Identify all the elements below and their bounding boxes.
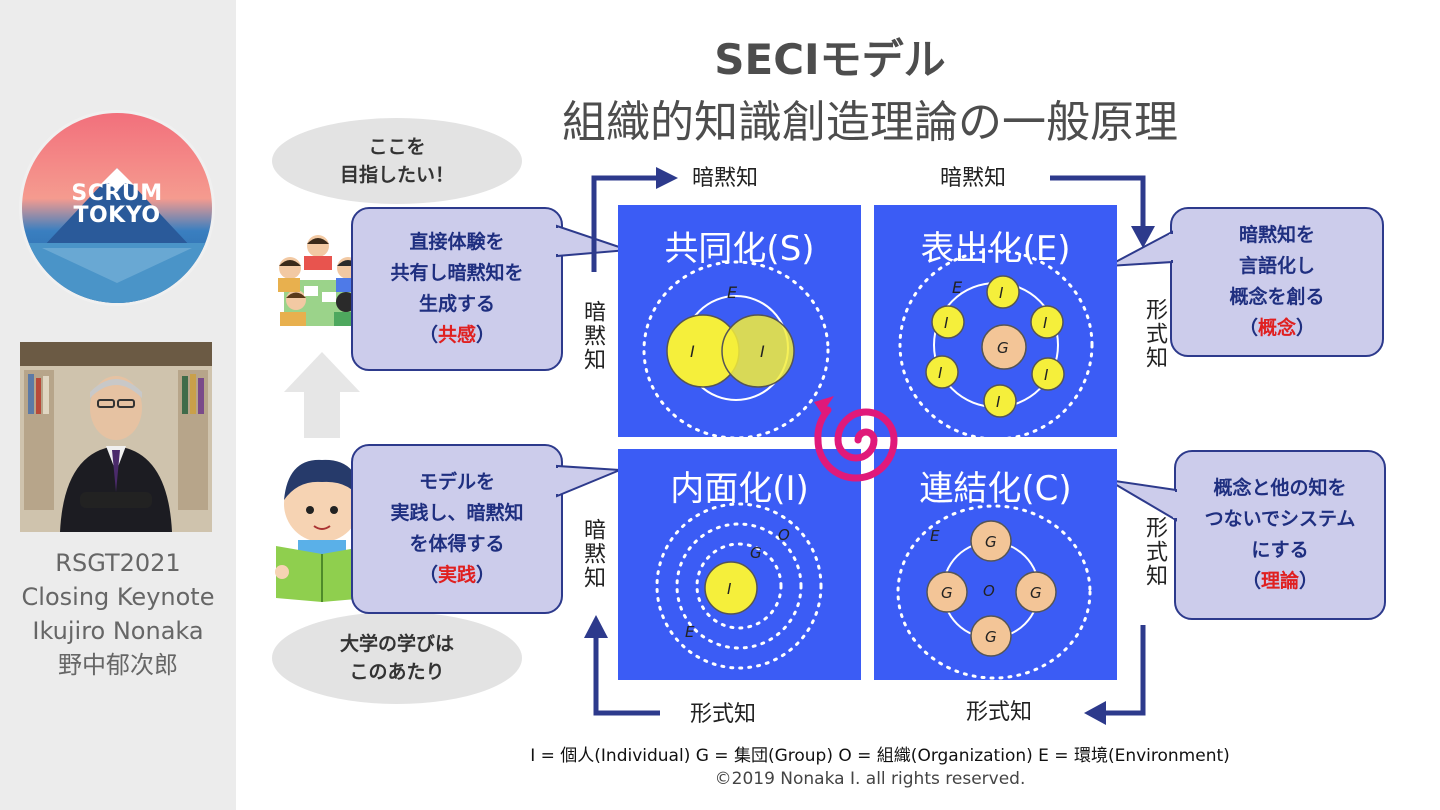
axis-top-right: 暗黙知 — [940, 166, 1007, 191]
caption-event: RSGT2021 — [55, 549, 181, 577]
copyright: ©2019 Nonaka I. all rights reserved. — [714, 769, 1026, 789]
quadrant-title-e: 表出化(E) — [920, 229, 1071, 269]
university-callout: 大学の学びは このあたり — [272, 612, 522, 704]
quadrant-combination: 連結化(C) — [874, 449, 1117, 680]
quadrant-title-s: 共同化(S) — [664, 229, 815, 269]
quadrant-title-c: 連結化(C) — [919, 469, 1072, 509]
logo-text: SCRUM TOKYO — [71, 181, 163, 228]
axis-left-bottom: 暗黙知 — [580, 518, 605, 590]
up-arrow-icon — [284, 352, 360, 438]
socialization-bubble: 直接体験を 共有し暗黙知を 生成する （共感） — [351, 207, 563, 371]
internalization-bubble: モデルを 実践し、暗黙知 を体得する （実践） — [351, 444, 563, 614]
mountain-graphic — [22, 168, 212, 303]
externalization-key: 概念 — [1257, 317, 1296, 339]
quadrant-socialization: 共同化(S) — [618, 205, 861, 437]
quadrant-internalization: 内面化(I) — [618, 449, 861, 680]
externalization-bubble: 暗黙知を 言語化し 概念を創る （概念） — [1170, 207, 1384, 357]
symbol-legend: I = 個人(Individual) G = 集団(Group) O = 組織(… — [530, 746, 1230, 766]
caption-session: Closing Keynote — [21, 583, 215, 611]
sidebar: SCRUM TOKYO RSGT2021 Closing Ke — [0, 0, 236, 810]
axis-bottom-right: 形式知 — [966, 700, 1033, 725]
combination-bubble: 概念と他の知を つないでシステム にする （理論） — [1174, 450, 1386, 620]
goal-callout: ここを 目指したい！ — [272, 118, 522, 204]
axis-left-top: 暗黙知 — [580, 300, 605, 372]
reading-person-illustration — [275, 459, 369, 602]
axis-bottom-left: 形式知 — [690, 702, 757, 727]
caption-speaker-ja: 野中郁次郎 — [58, 651, 178, 679]
internalization-key: 実践 — [437, 564, 476, 586]
speaker-photo — [20, 342, 212, 532]
socialization-key: 共感 — [437, 324, 476, 346]
scrum-tokyo-logo: SCRUM TOKYO — [22, 113, 212, 303]
combination-key: 理論 — [1260, 570, 1299, 592]
caption-speaker-en: Ikujiro Nonaka — [32, 617, 204, 645]
page-title: SECIモデル — [714, 35, 946, 84]
axis-right-top: 形式知 — [1142, 298, 1167, 370]
speaker-caption: RSGT2021 Closing Keynote Ikujiro Nonaka … — [0, 546, 236, 682]
quadrant-title-i: 内面化(I) — [670, 469, 809, 509]
axis-top-left: 暗黙知 — [692, 166, 759, 191]
quadrant-externalization: 表出化(E) — [874, 205, 1117, 437]
page-subtitle: 組織的知識創造理論の一般原理 — [562, 97, 1178, 148]
axis-right-bottom: 形式知 — [1142, 516, 1167, 588]
